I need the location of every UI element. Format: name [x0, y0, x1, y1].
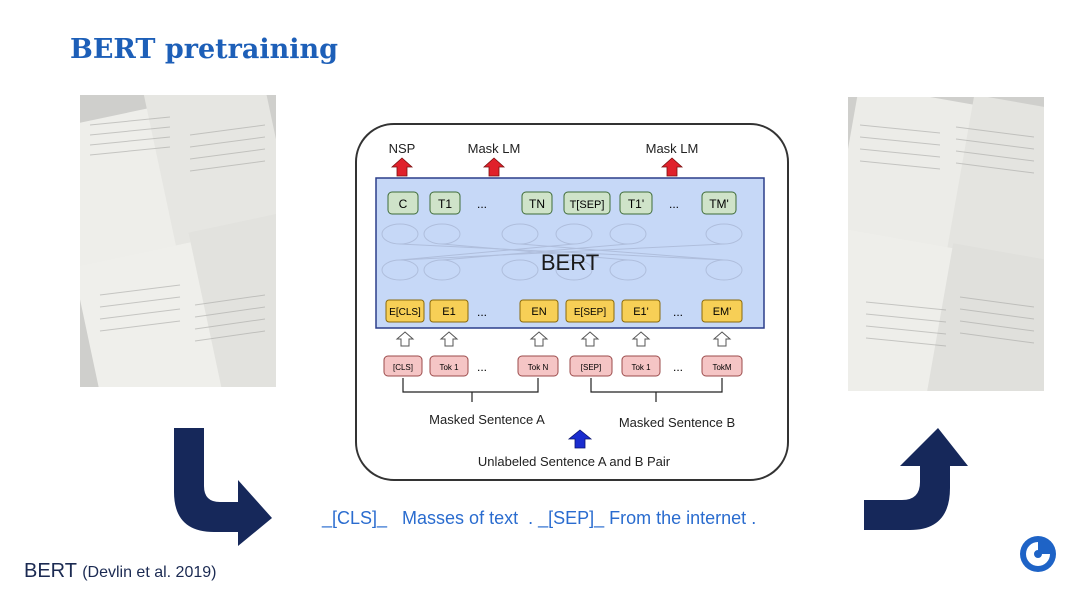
pair-input-arrow-icon: [567, 429, 593, 449]
output-token: TM': [709, 197, 729, 211]
output-token-row: C T1 ... TN T[SEP] T1' ... TM': [387, 191, 737, 215]
output-token-ellipsis: ...: [477, 197, 487, 211]
bert-architecture-diagram: NSP Mask LM Mask LM BERT C T1 ... TN T[S…: [355, 123, 789, 481]
embedding-token: E[SEP]: [574, 307, 606, 318]
input-token: Tok N: [528, 363, 549, 372]
brand-logo-icon: [1020, 536, 1056, 572]
embedding-token: E1': [633, 306, 649, 318]
masked-sentence-b-label: Masked Sentence B: [619, 415, 735, 430]
input-token: [SEP]: [581, 363, 601, 372]
books-photo-right: [848, 97, 1044, 391]
embedding-ellipsis: ...: [673, 305, 683, 319]
sentence-brackets: [402, 378, 723, 402]
mask-lm-arrow-icon-2: [660, 157, 684, 177]
embedding-row: E[CLS] E1 ... EN E[SEP] E1' ... EM': [385, 299, 743, 323]
input-token: Tok 1: [631, 363, 651, 372]
input-token: [CLS]: [393, 363, 413, 372]
citation-reference: (Devlin et al. 2019): [82, 564, 217, 581]
nsp-label: NSP: [389, 141, 416, 156]
bert-model-label: BERT: [541, 250, 599, 275]
books-photo-left: [80, 95, 276, 387]
pair-label: Unlabeled Sentence A and B Pair: [478, 454, 671, 469]
input-token-row: [CLS] Tok 1 ... Tok N [SEP] Tok 1 ... To…: [383, 355, 743, 377]
output-token-ellipsis: ...: [669, 197, 679, 211]
up-right-arrow-icon: [864, 428, 968, 530]
embedding-token: EM': [713, 306, 732, 318]
input-arrows: [395, 331, 732, 347]
embedding-token: EN: [531, 306, 546, 318]
citation-model-name: BERT: [24, 560, 77, 582]
citation: BERT (Devlin et al. 2019): [24, 560, 216, 583]
down-right-arrow-icon: [174, 428, 272, 546]
output-token: T1': [628, 197, 644, 211]
slide-title: BERT pretraining: [70, 34, 338, 65]
input-token: TokM: [712, 363, 731, 372]
mask-lm-label-1: Mask LM: [468, 141, 521, 156]
input-ellipsis: ...: [673, 360, 683, 374]
mask-lm-label-2: Mask LM: [646, 141, 699, 156]
output-token: T[SEP]: [570, 199, 605, 211]
embedding-token: E1: [442, 306, 455, 318]
output-token: TN: [529, 197, 545, 211]
input-ellipsis: ...: [477, 360, 487, 374]
input-token: Tok 1: [439, 363, 459, 372]
nsp-arrow-icon: [390, 157, 414, 177]
output-token: C: [399, 197, 408, 211]
mask-lm-arrow-icon-1: [482, 157, 506, 177]
embedding-ellipsis: ...: [477, 305, 487, 319]
output-token: T1: [438, 197, 452, 211]
embedding-token: E[CLS]: [389, 307, 421, 318]
masked-sentence-a-label: Masked Sentence A: [429, 412, 545, 427]
token-sequence-example: _[CLS]_ Masses of text . _[SEP]_ From th…: [322, 508, 757, 528]
